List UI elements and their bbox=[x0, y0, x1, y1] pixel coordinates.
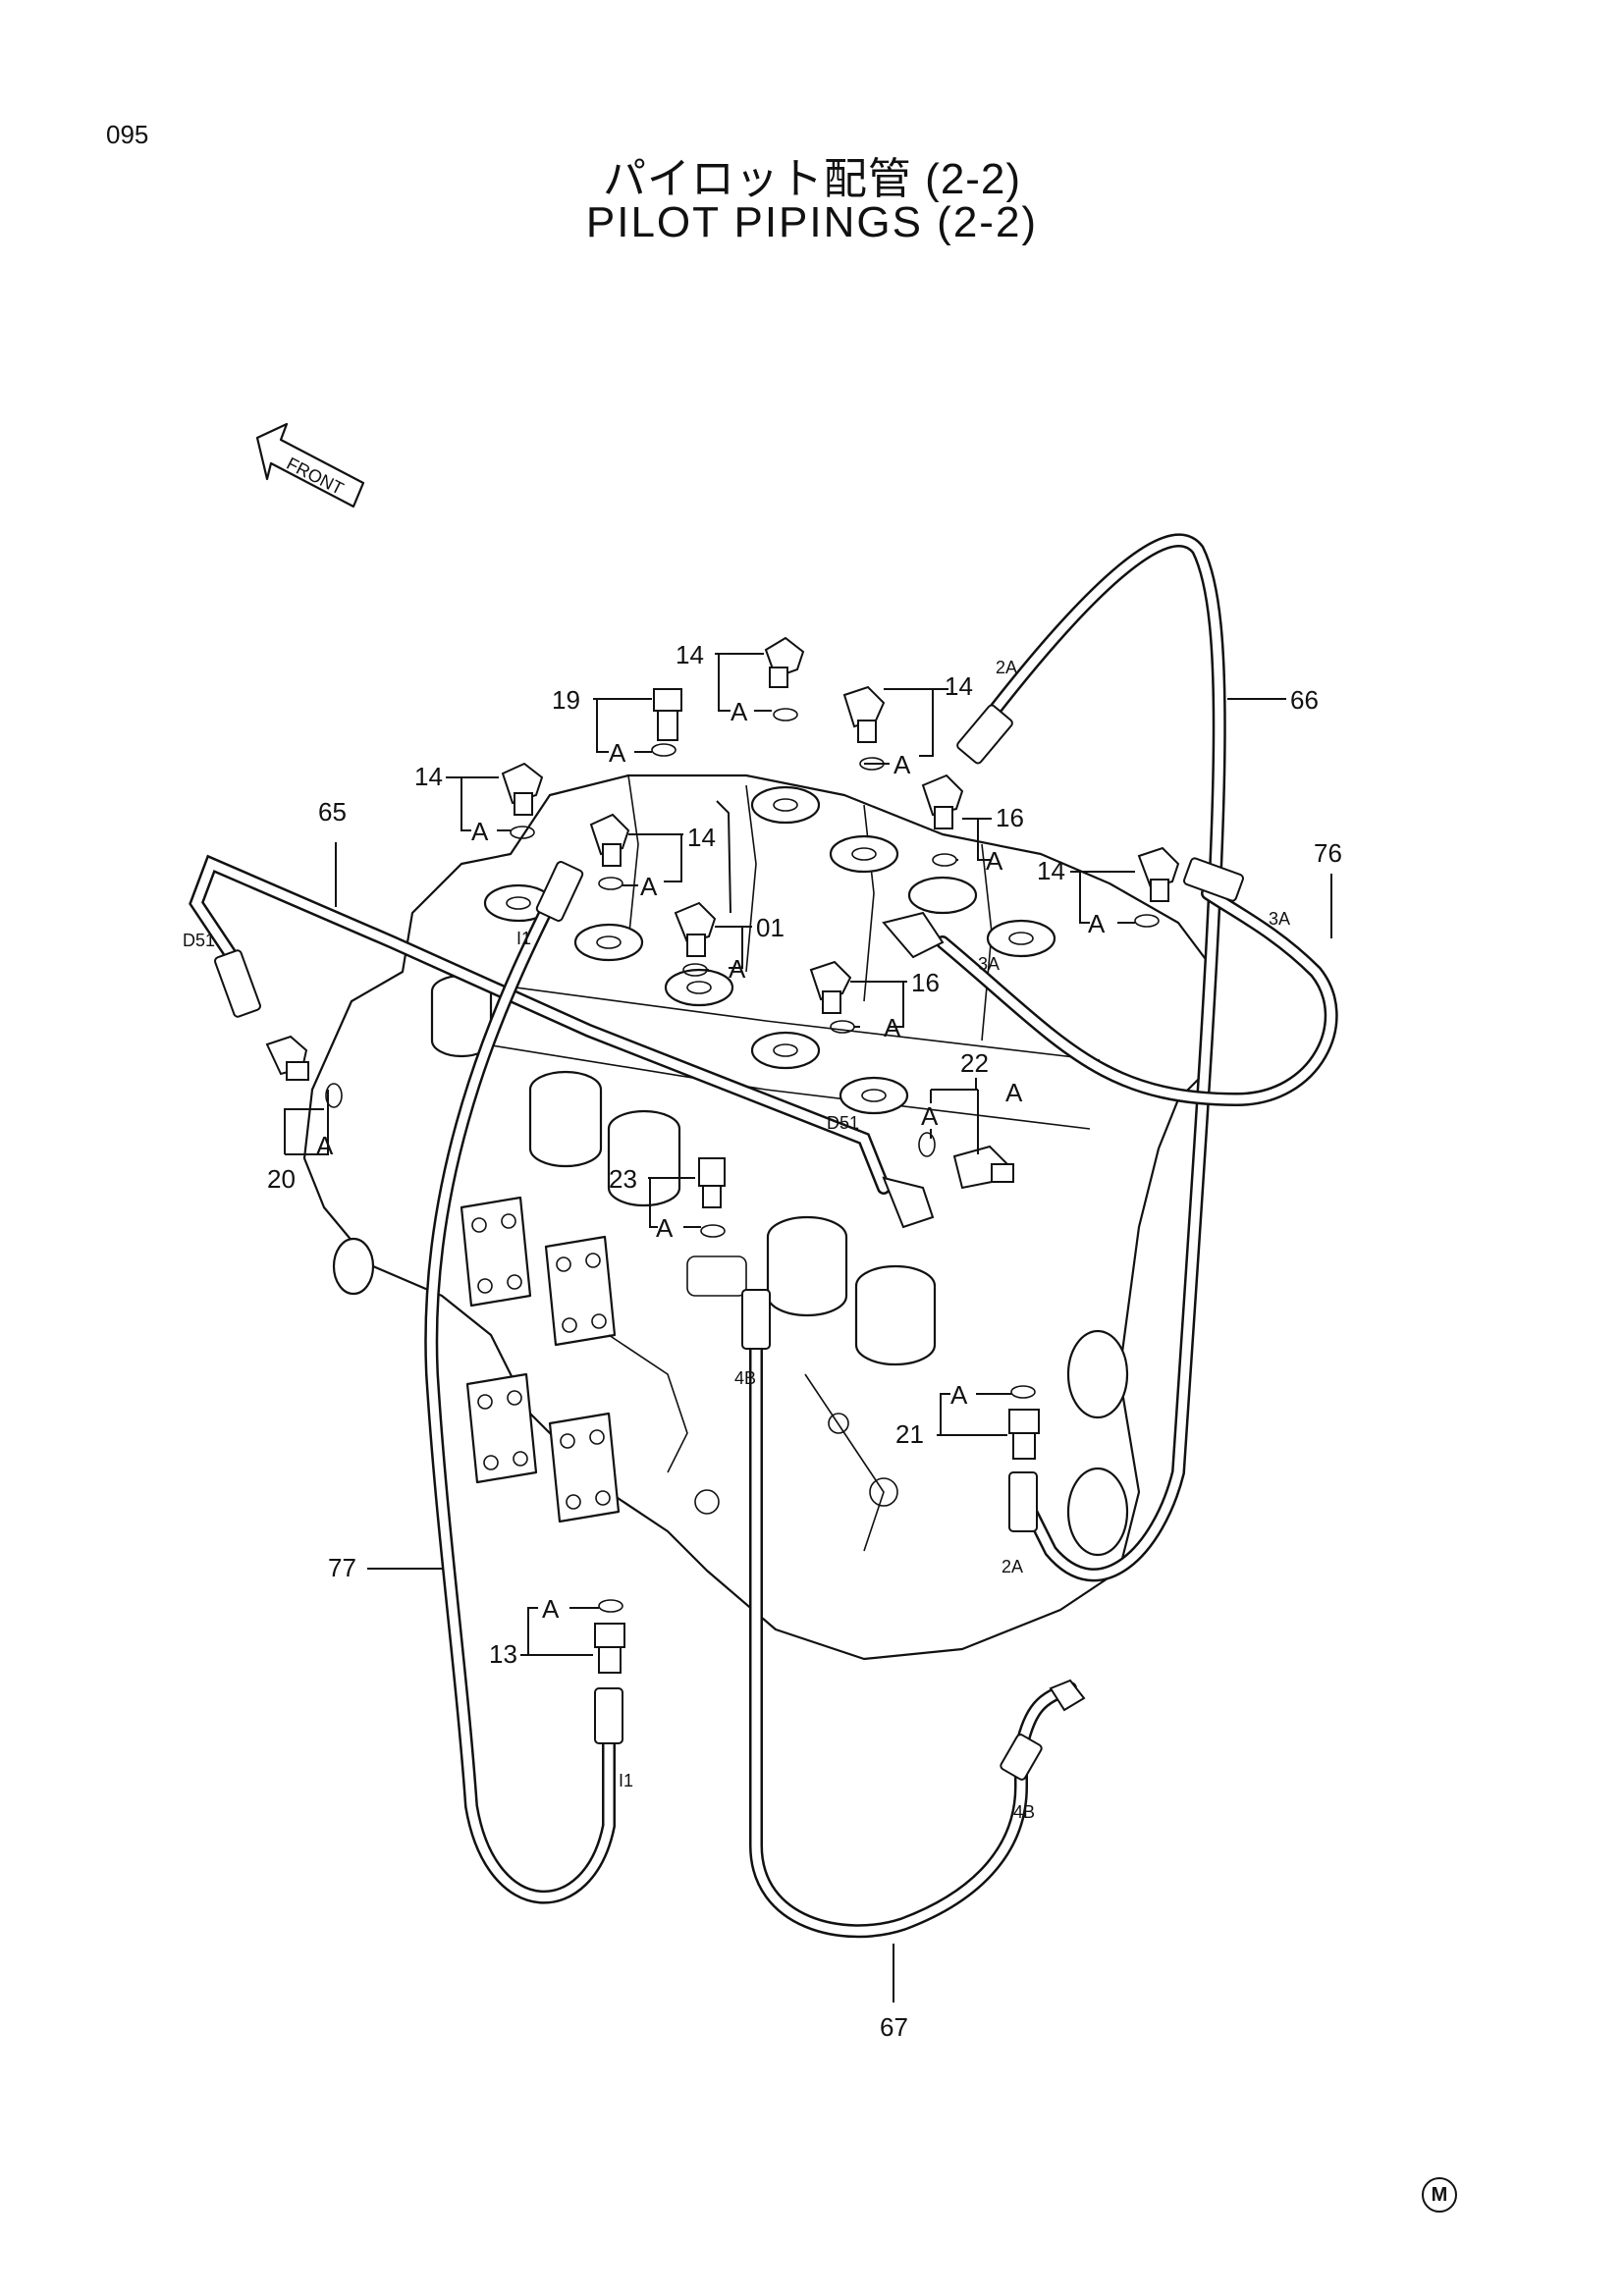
port-label-3a: 3A bbox=[978, 954, 1000, 974]
port-label-3a: 3A bbox=[1269, 909, 1290, 929]
fittings bbox=[265, 636, 1180, 1674]
callout-16: 16 bbox=[911, 968, 940, 997]
port-label-a: A bbox=[986, 846, 1003, 876]
hose-76 bbox=[882, 857, 1338, 1107]
callout-numbers: 14 19 14 14 14 01 16 16 14 22 23 20 21 1… bbox=[267, 640, 1342, 2042]
port-label-a: A bbox=[471, 817, 489, 846]
port-label-a: A bbox=[609, 738, 626, 768]
port-label-a: A bbox=[731, 697, 748, 726]
port-label-a: A bbox=[884, 1013, 901, 1042]
port-label-i1: I1 bbox=[619, 1771, 633, 1790]
page-title-japanese: パイロット配管 (2-2) bbox=[602, 155, 1022, 203]
hose-77 bbox=[424, 861, 623, 1904]
port-label-a: A bbox=[316, 1131, 334, 1160]
hose-67 bbox=[741, 1289, 1086, 1939]
callout-77: 77 bbox=[328, 1553, 356, 1582]
callout-14: 14 bbox=[945, 671, 973, 701]
callout-65: 65 bbox=[318, 797, 347, 827]
callout-21: 21 bbox=[895, 1419, 924, 1449]
port-label-a: A bbox=[640, 872, 658, 901]
control-valve-body bbox=[302, 774, 1210, 1661]
port-label-a: A bbox=[656, 1213, 674, 1243]
callout-14: 14 bbox=[414, 762, 443, 791]
front-arrow-icon: FRONT bbox=[255, 422, 365, 508]
port-label-a: A bbox=[1088, 909, 1106, 938]
callout-76: 76 bbox=[1314, 838, 1342, 868]
manufacturer-mark: M bbox=[1422, 2177, 1457, 2213]
callout-66: 66 bbox=[1290, 685, 1319, 715]
port-label-a: A bbox=[542, 1594, 560, 1624]
callout-14: 14 bbox=[676, 640, 704, 669]
hose-65 bbox=[189, 854, 935, 1229]
port-label-a: A bbox=[950, 1380, 968, 1410]
callout-22: 22 bbox=[960, 1048, 989, 1078]
port-label-4b: 4B bbox=[734, 1368, 756, 1388]
port-label-d51: D51 bbox=[183, 931, 215, 950]
callout-13: 13 bbox=[489, 1639, 517, 1669]
port-label-a: A bbox=[893, 750, 911, 779]
port-label-a: A bbox=[729, 954, 746, 984]
port-label-a: A bbox=[1005, 1078, 1023, 1107]
callout-20: 20 bbox=[267, 1164, 296, 1194]
port-labels: A A A A A A A A A A A A A A A D51 D51 2A… bbox=[183, 658, 1290, 1822]
page-title-english: PILOT PIPINGS (2-2) bbox=[585, 198, 1039, 246]
callout-67: 67 bbox=[880, 2012, 908, 2042]
callout-16: 16 bbox=[996, 803, 1024, 832]
callout-19: 19 bbox=[552, 685, 580, 715]
port-label-4b: 4B bbox=[1013, 1802, 1035, 1822]
port-label-2a: 2A bbox=[996, 658, 1017, 677]
callout-01: 01 bbox=[756, 913, 785, 942]
callout-14: 14 bbox=[687, 823, 716, 852]
callout-23: 23 bbox=[609, 1164, 637, 1194]
callout-14: 14 bbox=[1037, 856, 1065, 885]
port-label-i1: I1 bbox=[516, 929, 531, 948]
page-number: 095 bbox=[106, 120, 149, 149]
port-label-a: A bbox=[921, 1101, 939, 1131]
port-label-2a: 2A bbox=[1001, 1557, 1023, 1576]
leader-lines bbox=[284, 653, 1332, 2002]
port-label-d51: D51 bbox=[827, 1113, 859, 1133]
hose-66 bbox=[956, 533, 1226, 1582]
